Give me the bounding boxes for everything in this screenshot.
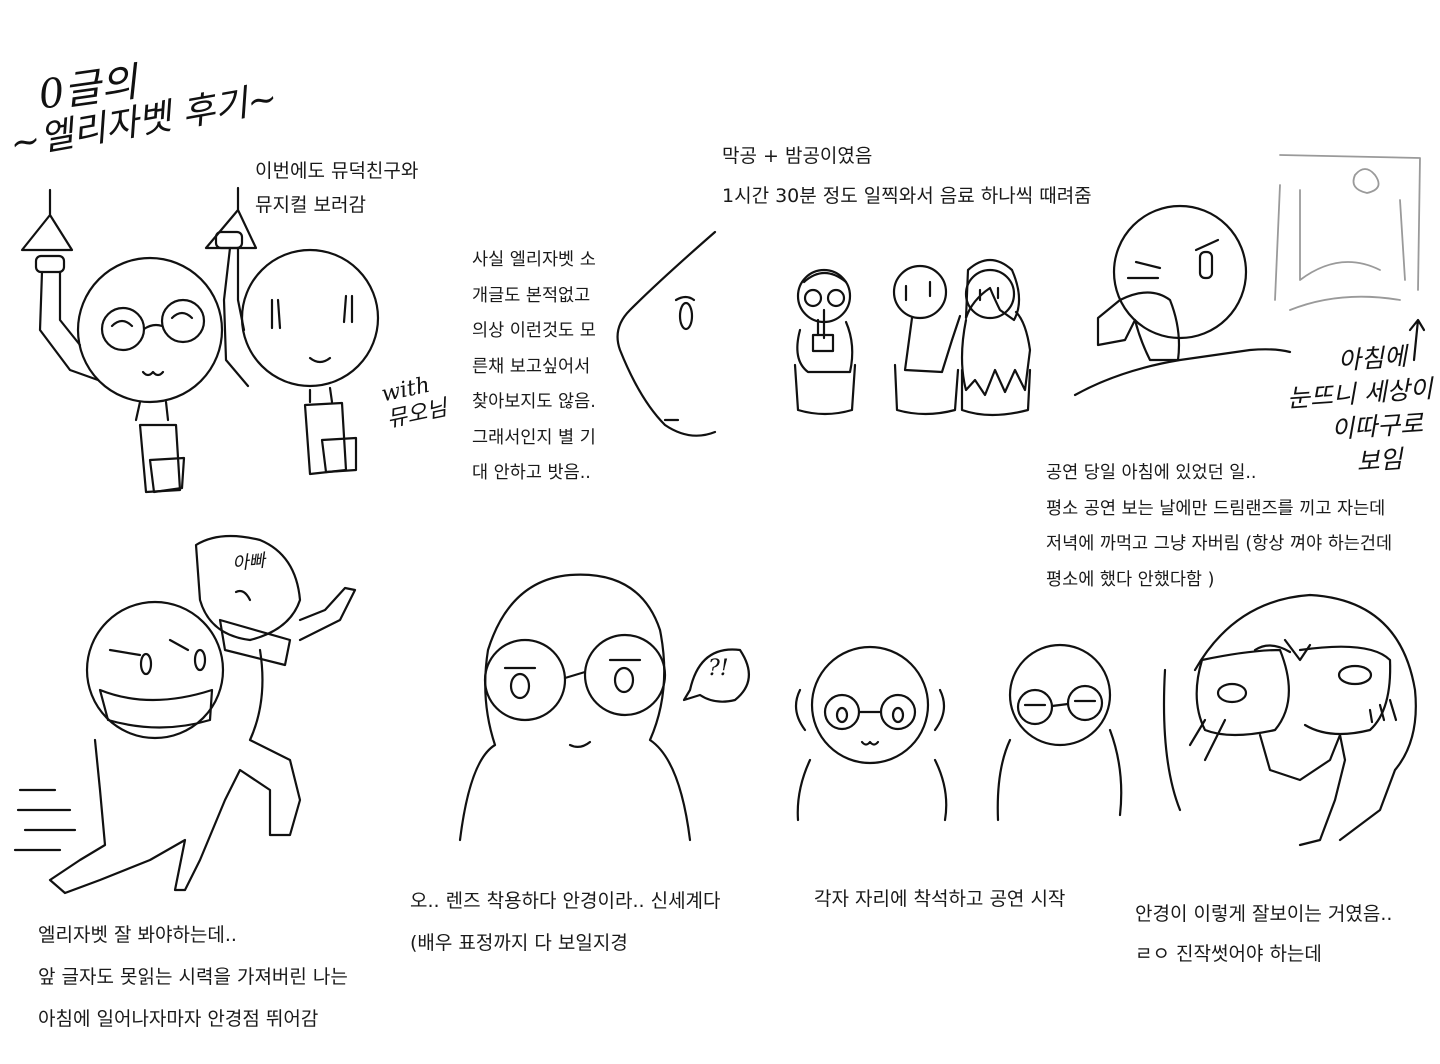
seated-illustration	[794, 643, 1123, 822]
subway-illustration	[20, 186, 380, 494]
ending-caption: 안경이 이렇게 잘보이는 거였음.. ㄹㅇ 진작썻어야 하는데	[1135, 903, 1393, 965]
morning-caption: 공연 당일 아침에 있었던 일.. 평소 공연 보는 날에만 드림랜즈를 끼고 …	[1046, 463, 1393, 590]
cafe-caption: 막공 + 밤공이였음 1시간 30분 정도 일찍와서 음료 하나씩 때려줌	[722, 145, 1092, 207]
cafe-illustration	[793, 258, 1032, 417]
profile-illustration	[616, 230, 717, 437]
glasses-illustration	[458, 573, 750, 842]
ending-illustration	[1162, 593, 1417, 847]
running-caption: 엘리자벳 잘 봐야하는데.. 앞 글자도 못읽는 시력을 가져버린 나는 아침에…	[38, 924, 348, 1030]
dad-label: 아빠	[231, 550, 267, 575]
running-illustration	[13, 534, 357, 895]
speech-bubble-text: ?!	[708, 656, 729, 681]
glasses-caption: 오.. 렌즈 착용하다 안경이라.. 신세계다 (배우 표정까지 다 보일지경	[410, 890, 721, 954]
profile-caption: 사실 엘리자벳 소 개글도 본적없고 의상 이런것도 모 른채 보고싶어서 찾아…	[472, 250, 596, 483]
seated-caption: 각자 자리에 착석하고 공연 시작	[814, 888, 1066, 910]
subway-caption: 이번에도 뮤덕친구와 뮤지컬 보러감	[255, 160, 419, 216]
morning-illustration	[1073, 154, 1426, 397]
